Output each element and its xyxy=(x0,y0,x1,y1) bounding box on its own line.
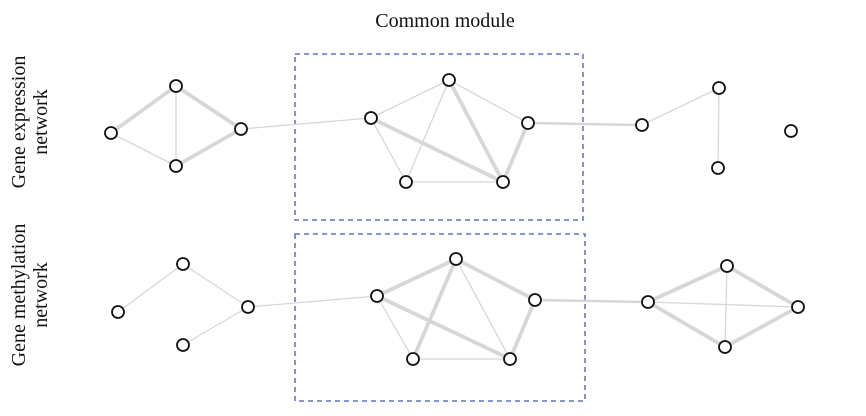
methylation-node-m3 xyxy=(176,338,190,352)
expression-edge-e4-e5 xyxy=(240,117,372,130)
expression-node-e4 xyxy=(234,122,248,136)
common-module-title: Common module xyxy=(375,10,515,32)
methylation-edge-m5-m6 xyxy=(375,257,458,298)
methylation-node-m6 xyxy=(449,252,463,266)
expression-edge-e5-e7 xyxy=(370,117,407,183)
methylation-node-m8 xyxy=(503,352,517,366)
expression-edge-e8-e9 xyxy=(501,121,530,184)
expression-node-e10 xyxy=(635,118,649,132)
methylation-edge-m10-m13 xyxy=(646,300,727,349)
methylation-edge-m9-m10 xyxy=(533,298,650,304)
methylation-edge-m2-m4 xyxy=(182,263,249,308)
methylation-edge-m6-m9 xyxy=(454,257,537,302)
edges-layer xyxy=(109,78,800,361)
methylation-node-m2 xyxy=(176,257,190,271)
methylation-edge-m6-m7 xyxy=(411,257,458,361)
nodes-layer xyxy=(104,73,805,366)
methylation-node-m10 xyxy=(641,295,655,309)
methylation-edge-m11-m12 xyxy=(725,264,800,309)
expression-node-e12 xyxy=(711,161,725,175)
expression-edge-e1-e2 xyxy=(109,84,178,135)
methylation-node-m9 xyxy=(528,293,542,307)
methylation-edge-m11-m13 xyxy=(724,265,728,348)
methylation-edge-m10-m11 xyxy=(646,264,729,304)
methylation-node-m5 xyxy=(370,289,384,303)
expression-node-e1 xyxy=(104,126,118,140)
expression-edge-e6-e8 xyxy=(447,78,505,184)
methylation-node-m7 xyxy=(406,352,420,366)
expression-edge-e5-e8 xyxy=(369,116,505,184)
expression-edge-e6-e9 xyxy=(448,79,529,124)
methylation-node-m1 xyxy=(111,305,125,319)
expression-edge-e2-e4 xyxy=(174,84,243,131)
expression-edge-e5-e6 xyxy=(370,79,450,119)
methylation-edge-m4-m5 xyxy=(247,295,378,308)
common-module-box-methylation xyxy=(294,233,586,402)
methylation-edge-m3-m4 xyxy=(182,306,249,346)
expression-edge-e11-e12 xyxy=(717,87,720,169)
expression-node-e9 xyxy=(521,116,535,130)
expression-node-e8 xyxy=(496,175,510,189)
expression-node-e2 xyxy=(169,79,183,93)
expression-edge-e9-e10 xyxy=(526,121,644,127)
methylation-node-m11 xyxy=(720,259,734,273)
methylation-edge-m5-m7 xyxy=(376,295,414,360)
expression-node-e3 xyxy=(169,159,183,173)
expression-node-e6 xyxy=(442,73,456,87)
methylation-node-m13 xyxy=(718,340,732,354)
methylation-edge-m8-m9 xyxy=(508,298,537,361)
common-module-box-expression xyxy=(294,53,584,221)
expression-edge-e3-e4 xyxy=(174,127,243,168)
methylation-edge-m12-m13 xyxy=(723,305,800,349)
expression-edge-e6-e7 xyxy=(405,79,450,183)
methylation-edge-m1-m2 xyxy=(117,263,184,313)
expression-node-e11 xyxy=(712,81,726,95)
methylation-edge-m5-m8 xyxy=(375,294,512,361)
expression-node-e7 xyxy=(399,175,413,189)
methylation-edge-m6-m8 xyxy=(455,258,511,360)
expression-node-e13 xyxy=(784,124,798,138)
expression-edge-e10-e11 xyxy=(641,87,720,126)
methylation-edge-m10-m12 xyxy=(647,301,799,308)
methylation-node-m4 xyxy=(241,300,255,314)
expression-node-e5 xyxy=(364,111,378,125)
methylation-node-m12 xyxy=(791,300,805,314)
expression-edge-e1-e3 xyxy=(110,132,177,167)
